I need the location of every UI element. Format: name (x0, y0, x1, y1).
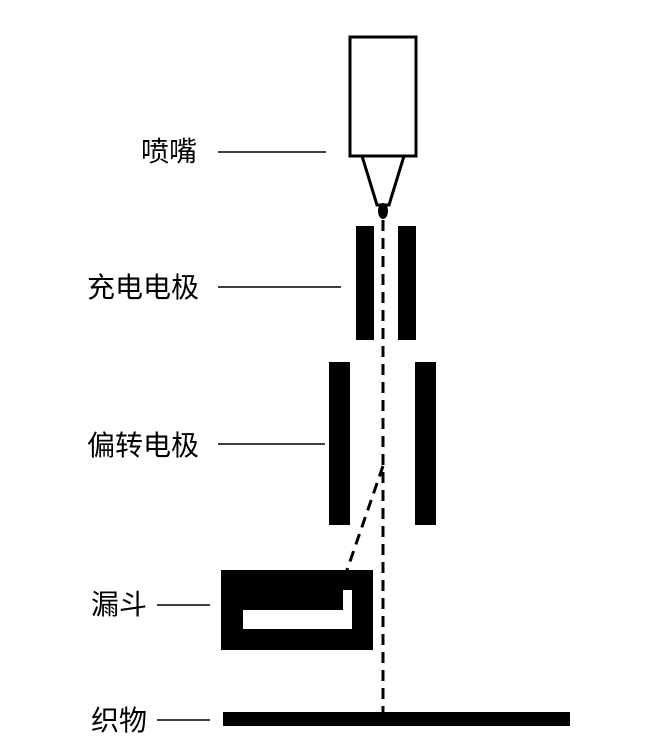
fabric (223, 712, 570, 726)
fabric-label: 织物 (91, 704, 147, 737)
nozzle-label-group: 喷嘴 (141, 135, 326, 168)
deflection-electrode-label-group: 偏转电极 (87, 429, 325, 462)
funnel-opening (243, 590, 352, 629)
charging-electrode-label-group: 充电电极 (87, 271, 341, 304)
deflection-electrode-left (329, 362, 350, 525)
deflection-electrode-label: 偏转电极 (87, 429, 199, 462)
deflection-electrode (329, 362, 436, 525)
nozzle (348, 35, 418, 219)
deflection-electrode-right (415, 362, 436, 525)
nozzle-body (348, 35, 418, 158)
funnel-label-group: 漏斗 (91, 588, 210, 621)
funnel-label: 漏斗 (91, 588, 147, 621)
funnel (221, 570, 373, 650)
fabric-label-group: 织物 (91, 704, 210, 737)
charging-electrode (356, 226, 416, 340)
nozzle-label: 喷嘴 (141, 135, 197, 168)
nozzle-tip (359, 154, 407, 207)
charging-electrode-left (356, 226, 374, 340)
deflected-trajectory-line (344, 465, 385, 574)
ink-droplet (378, 203, 388, 219)
charging-electrode-right (398, 226, 416, 340)
charging-electrode-label: 充电电极 (87, 271, 199, 304)
